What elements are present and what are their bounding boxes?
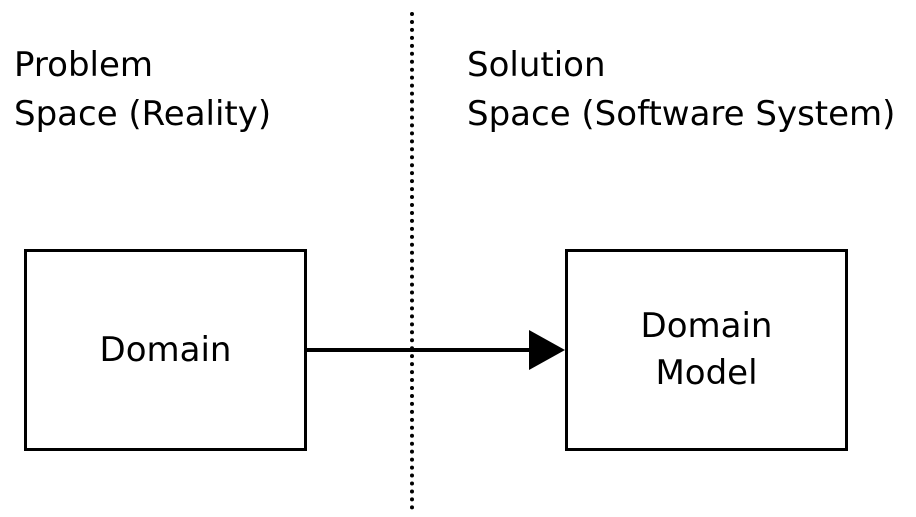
problem-space-title: Problem: [14, 45, 154, 85]
solution-space-subtitle: Space (Software System): [467, 94, 896, 134]
problem-space-heading: Problem Space (Reality): [14, 41, 271, 139]
domain-label: Domain: [99, 329, 232, 370]
arrow-head: [529, 330, 565, 370]
domain-box: Domain: [24, 249, 307, 451]
domain-model-box: Domain Model: [565, 249, 848, 451]
problem-space-subtitle: Space (Reality): [14, 94, 272, 134]
domain-model-label-line2: Model: [655, 353, 758, 393]
solution-space-title: Solution: [467, 45, 606, 85]
space-divider-dotted-line: [410, 12, 414, 510]
solution-space-heading: Solution Space (Software System): [467, 41, 895, 139]
domain-model-label-line1: Domain: [640, 306, 773, 346]
